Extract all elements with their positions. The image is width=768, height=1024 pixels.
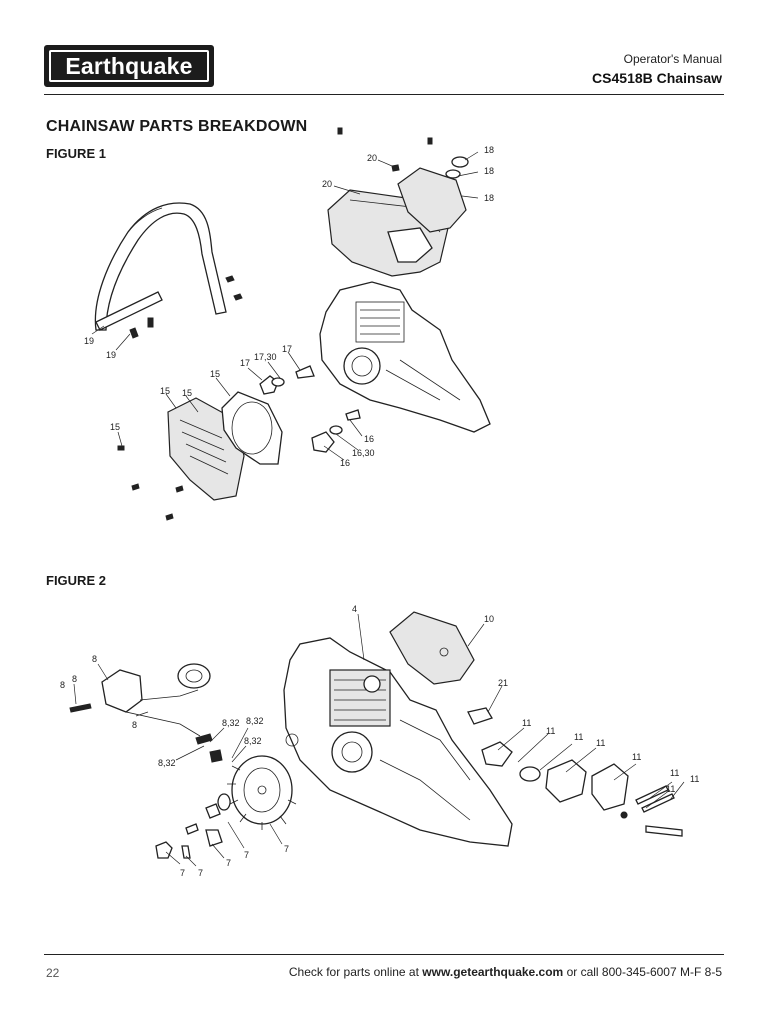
callout: 18 xyxy=(484,193,494,203)
header-rule xyxy=(44,94,724,95)
callout: 16,30 xyxy=(352,448,375,458)
callout: 17,30 xyxy=(254,352,277,362)
carburetor xyxy=(545,759,587,803)
figure-1-label: FIGURE 1 xyxy=(46,146,106,161)
engine-housing xyxy=(319,281,491,433)
callout: 8,32 xyxy=(222,718,240,728)
footer-rule xyxy=(44,954,724,955)
footer-prefix: Check for parts online at xyxy=(288,965,419,979)
callout: 8 xyxy=(72,674,77,684)
handle-bracket xyxy=(95,291,163,331)
callout: 15 xyxy=(210,369,220,379)
starter-gasket xyxy=(221,391,283,465)
flywheel xyxy=(231,755,293,825)
callout: 15 xyxy=(182,388,192,398)
figure-2-callouts: 4 10 21 8 8 8 8 8,32 8,32 8,32 8,32 11 1… xyxy=(60,604,699,878)
callout: 7 xyxy=(198,868,203,878)
brand-logo: Earthquake xyxy=(44,45,214,87)
callout: 8,32 xyxy=(246,716,264,726)
callout: 18 xyxy=(484,166,494,176)
callout: 8,32 xyxy=(158,758,176,768)
callout: 8 xyxy=(132,720,137,730)
callout: 15 xyxy=(110,422,120,432)
model-title: CS4518B Chainsaw xyxy=(592,70,722,86)
callout: 11 xyxy=(522,718,531,728)
footer-url-link[interactable]: www.getearthquake.com xyxy=(422,965,564,979)
callout: 4 xyxy=(352,604,357,614)
callout: 7 xyxy=(284,844,289,854)
footer-contact: Check for parts online at www.getearthqu… xyxy=(289,965,722,979)
intake-elbow xyxy=(591,763,629,811)
callout: 17 xyxy=(282,344,292,354)
callout: 11 xyxy=(670,768,679,778)
air-filter-cover xyxy=(397,167,467,233)
air-box xyxy=(389,611,475,685)
callout: 18 xyxy=(484,145,494,155)
callout: 7 xyxy=(180,868,185,878)
callout: 11 xyxy=(690,774,699,784)
callout: 19 xyxy=(106,350,116,360)
callout: 16 xyxy=(340,458,350,468)
page-number: 22 xyxy=(46,966,60,980)
callout: 15 xyxy=(160,386,170,396)
crankcase xyxy=(283,637,513,847)
logo-text: Earthquake xyxy=(49,50,209,82)
callout: 21 xyxy=(498,678,508,688)
callout: 19 xyxy=(84,336,94,346)
front-handle xyxy=(94,202,227,331)
footer-suffix: or call 800-345-6007 M-F 8-5 xyxy=(566,965,722,979)
callout: 16 xyxy=(364,434,374,444)
callout: 8 xyxy=(60,680,65,690)
figure-1-drawing xyxy=(91,127,491,521)
callout: 11 xyxy=(666,784,675,794)
callout: 8,32 xyxy=(244,736,262,746)
callout: 11 xyxy=(574,732,583,742)
figure-1-callouts: 18 18 18 20 20 19 19 17 17,30 17 15 15 1… xyxy=(84,145,494,468)
callout: 11 xyxy=(596,738,605,748)
manual-label: Operator's Manual xyxy=(623,52,722,66)
callout: 7 xyxy=(244,850,249,860)
callout: 17 xyxy=(240,358,250,368)
callout: 11 xyxy=(632,752,641,762)
callout: 20 xyxy=(367,153,377,163)
callout: 20 xyxy=(322,179,332,189)
page-title: CHAINSAW PARTS BREAKDOWN xyxy=(46,118,308,135)
callout: 11 xyxy=(546,726,555,736)
ignition-coil xyxy=(101,669,143,713)
callout: 7 xyxy=(226,858,231,868)
callout: 8 xyxy=(92,654,97,664)
figure-2-drawing xyxy=(69,611,685,867)
callout: 10 xyxy=(484,614,494,624)
figure-2-label: FIGURE 2 xyxy=(46,573,106,588)
